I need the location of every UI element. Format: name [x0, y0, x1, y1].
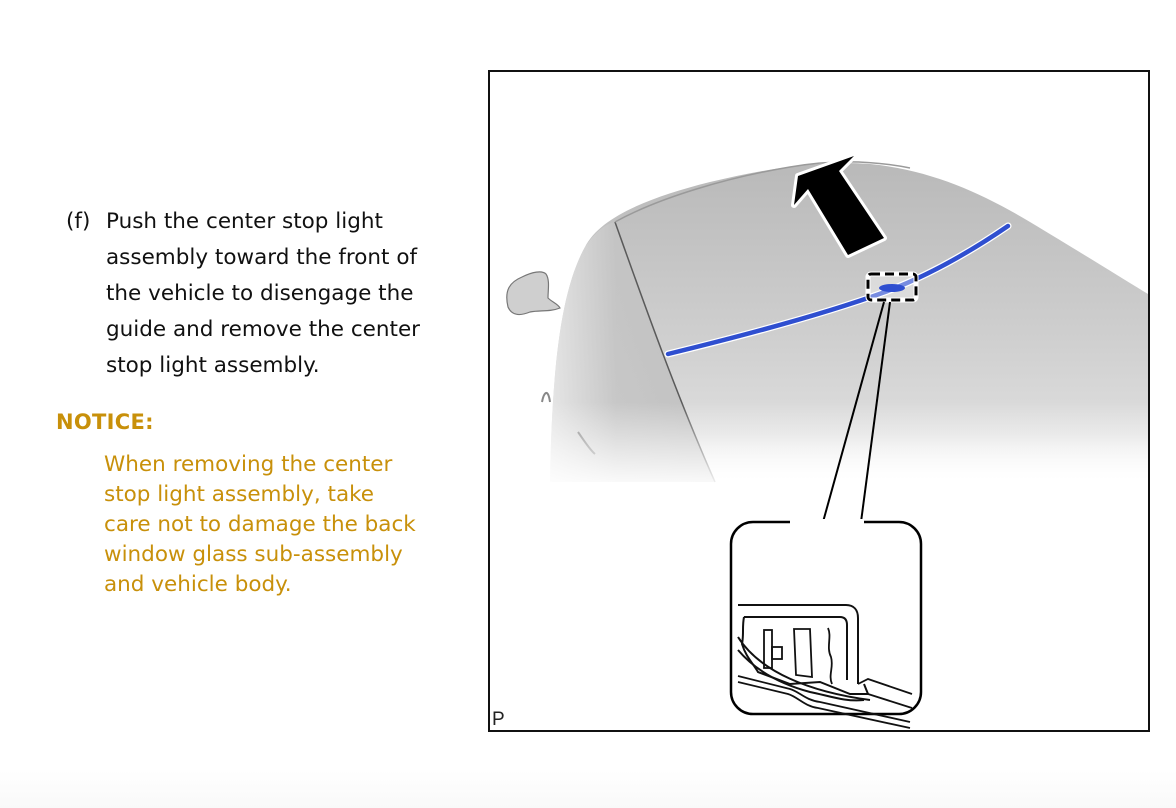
- side-mirror: [506, 271, 561, 316]
- guide-detail-inset: [729, 519, 923, 729]
- figure-code-label: P: [492, 709, 505, 730]
- procedure-step-f: (f) Push the center stop light assembly …: [66, 204, 466, 384]
- illustration-figure: P: [488, 70, 1150, 732]
- push-direction-arrow-icon: [791, 153, 887, 258]
- step-instruction-text: Push the center stop light assembly towa…: [106, 209, 421, 378]
- vehicle-roof-illustration: [490, 153, 1148, 729]
- guide-location-marker: [866, 272, 918, 302]
- notice-heading: NOTICE:: [56, 410, 154, 434]
- notice-text: When removing the center stop light asse…: [104, 452, 416, 597]
- step-label: (f): [66, 209, 91, 234]
